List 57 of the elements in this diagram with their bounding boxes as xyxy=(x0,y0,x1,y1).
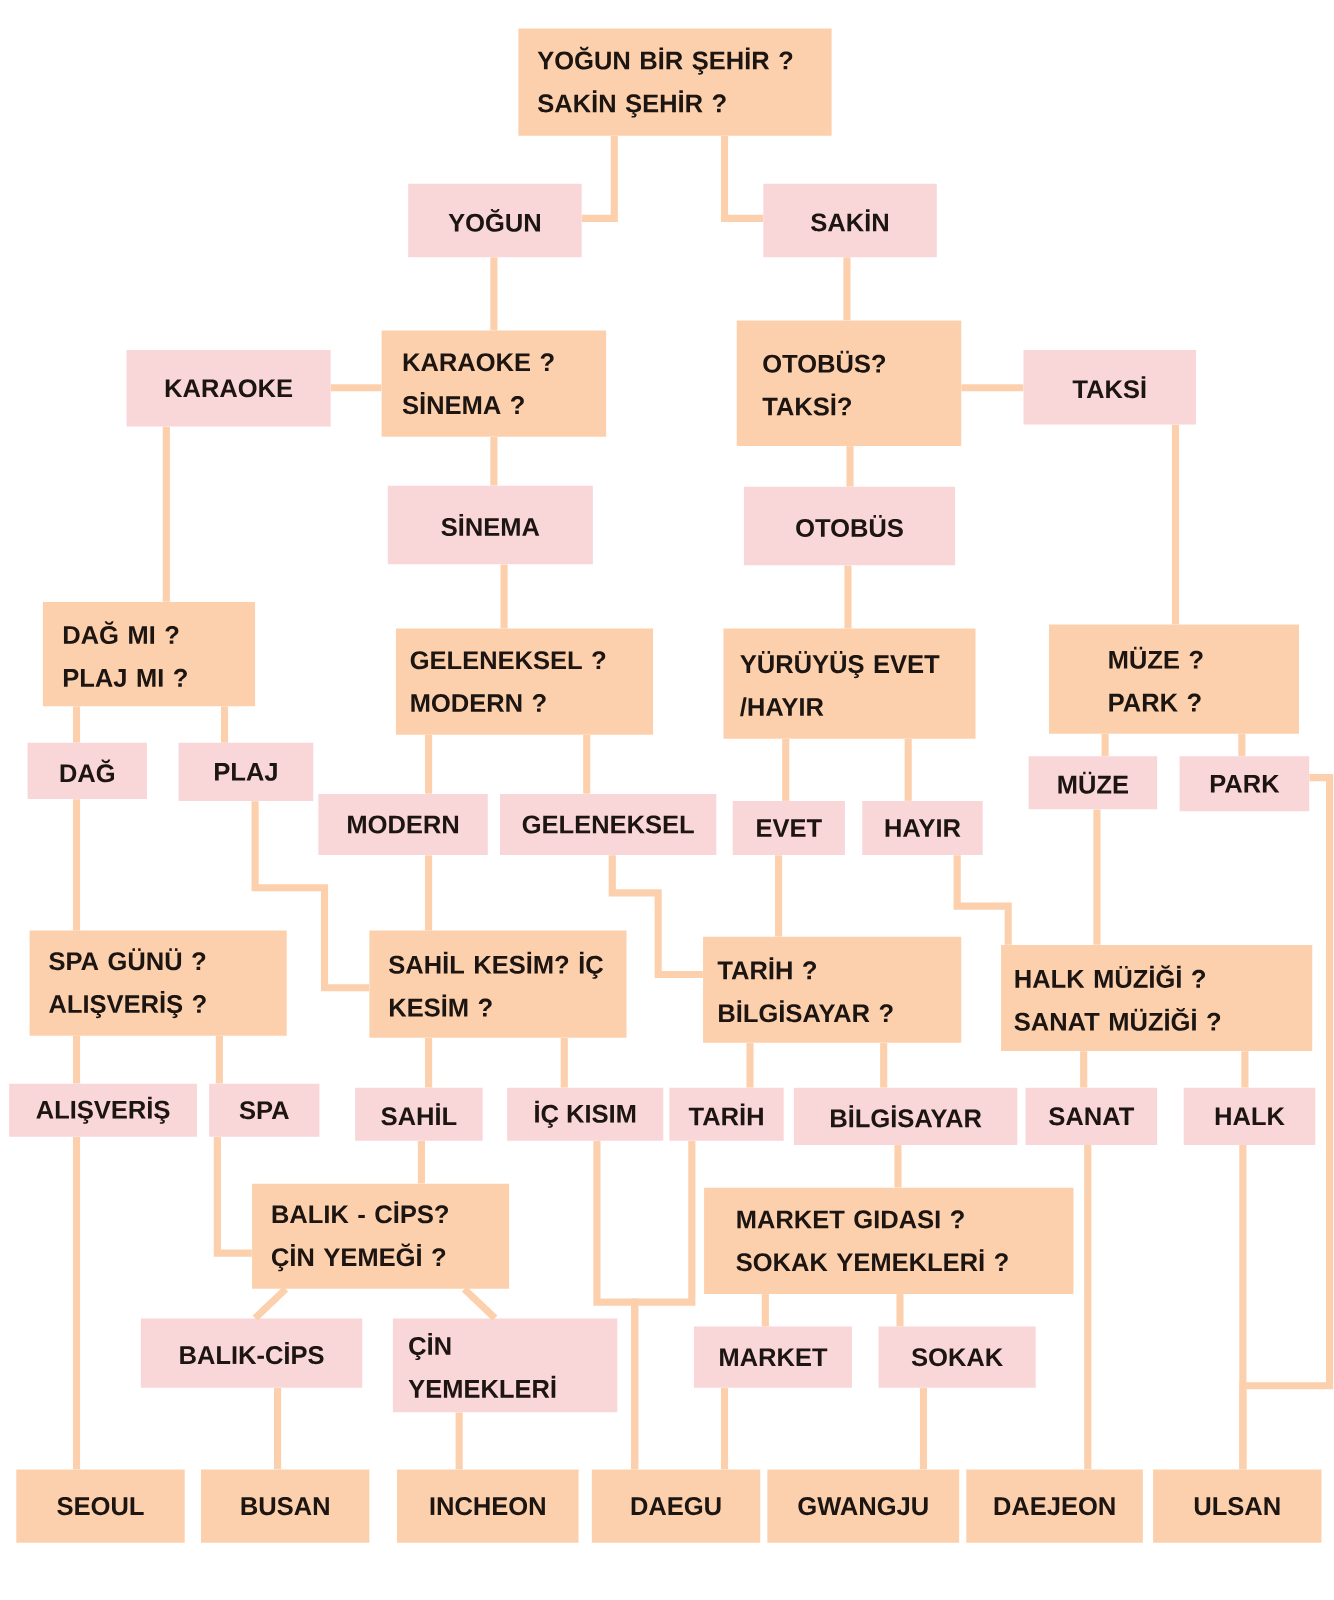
answer-box: SİNEMA xyxy=(387,485,593,565)
question-box: DAĞ MI ? PLAJ MI ? xyxy=(43,602,256,707)
answer-box: OTOBÜS xyxy=(744,486,956,566)
question-box: YÜRÜYÜŞ EVET /HAYIR xyxy=(723,628,976,739)
answer-box: SANAT xyxy=(1025,1087,1158,1145)
question-box: HALK MÜZİĞİ ? SANAT MÜZİĞİ ? xyxy=(1001,944,1313,1052)
answer-box: PLAJ xyxy=(178,742,314,802)
question-box: SPA GÜNÜ ? ALIŞVERİŞ ? xyxy=(29,930,287,1036)
answer-box: MÜZE xyxy=(1028,756,1158,810)
answer-box: BİLGİSAYAR xyxy=(794,1087,1018,1145)
city-box: ULSAN xyxy=(1153,1469,1322,1543)
answer-box: EVET xyxy=(732,801,846,856)
question-box: SAHİL KESİM? İÇ KESİM ? xyxy=(369,930,627,1038)
answer-box: GELENEKSEL xyxy=(500,793,717,856)
answer-box: ALIŞVERİŞ xyxy=(9,1083,198,1137)
city-box: SEOUL xyxy=(16,1469,185,1543)
question-box: YOĞUN BİR ŞEHİR ? SAKİN ŞEHİR ? xyxy=(518,28,832,136)
answer-box: PARK xyxy=(1179,756,1310,812)
connector-line xyxy=(920,1387,928,1470)
answer-box: SAHİL xyxy=(355,1087,483,1141)
question-box: GELENEKSEL ? MODERN ? xyxy=(396,628,654,735)
city-box: BUSAN xyxy=(201,1469,370,1543)
connector-line xyxy=(721,135,764,222)
answer-box: DAĞ xyxy=(27,742,148,799)
answer-box: SOKAK xyxy=(878,1326,1036,1388)
connector-line xyxy=(721,1387,729,1470)
answer-box: KARAOKE xyxy=(126,350,331,427)
connector-line xyxy=(274,1387,282,1470)
question-box: MÜZE ? PARK ? xyxy=(1049,624,1300,734)
answer-box: YOĞUN xyxy=(408,183,582,258)
answer-box: TARİH xyxy=(669,1087,784,1141)
question-box: BALIK - CİPS? ÇİN YEMEĞİ ? xyxy=(252,1183,510,1289)
city-box: INCHEON xyxy=(397,1469,579,1543)
answer-box: HAYIR xyxy=(862,801,983,856)
question-box: MARKET GIDASI ? SOKAK YEMEKLERİ ? xyxy=(704,1187,1074,1294)
answer-box: MARKET xyxy=(694,1326,853,1388)
connector-line xyxy=(213,1136,252,1257)
connector-line xyxy=(1172,424,1180,625)
connector-line xyxy=(252,1286,289,1321)
answer-box: ÇİN YEMEKLERİ xyxy=(393,1318,618,1413)
connector-line xyxy=(73,1136,81,1470)
answer-box: BALIK-CİPS xyxy=(140,1318,363,1388)
answer-box: TAKSİ xyxy=(1023,350,1197,425)
connector-line xyxy=(462,1286,498,1321)
city-box: DAEGU xyxy=(592,1469,761,1543)
answer-box: SAKİN xyxy=(763,183,937,258)
answer-box: SPA xyxy=(209,1083,320,1137)
connector-line xyxy=(961,384,1024,392)
question-box: TARİH ? BİLGİSAYAR ? xyxy=(703,936,962,1043)
connector-line xyxy=(582,135,619,222)
city-box: GWANGJU xyxy=(767,1469,960,1543)
answer-box: MODERN xyxy=(318,793,488,856)
answer-box: HALK xyxy=(1183,1087,1316,1145)
city-box: DAEJEON xyxy=(966,1469,1144,1543)
answer-box: İÇ KISIM xyxy=(507,1087,664,1141)
question-box: KARAOKE ? SİNEMA ? xyxy=(381,330,607,437)
question-box: OTOBÜS? TAKSİ? xyxy=(736,320,962,446)
